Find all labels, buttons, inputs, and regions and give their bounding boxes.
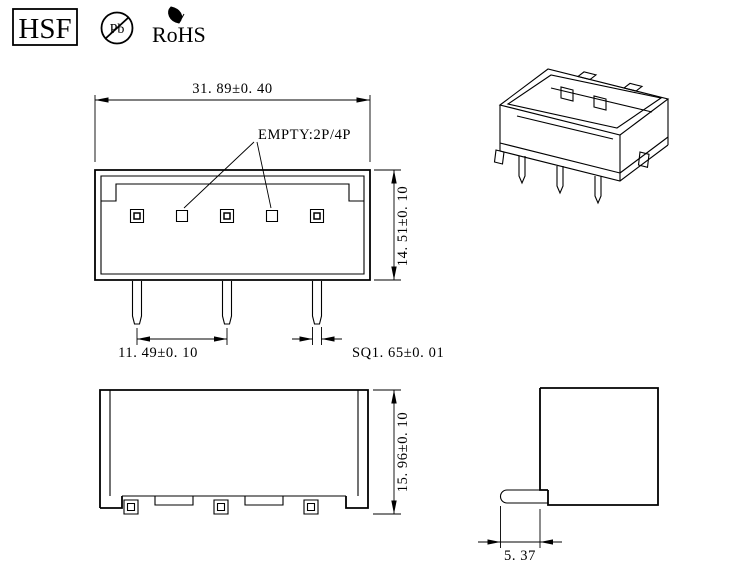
contact-squares-outer: [129, 208, 325, 224]
side-dimension-text: 5. 37: [504, 548, 536, 564]
pb-circle: [100, 11, 134, 45]
iso-mounting-pegs: [493, 149, 650, 168]
pitch-dimension-lines: [136, 328, 228, 345]
empty-leader-lines: [183, 141, 272, 209]
iso-top-latch-tabs: [576, 71, 644, 92]
side-body-outline: [539, 387, 659, 506]
height-dimension-arrowheads: [391, 170, 397, 280]
side-pin: [499, 489, 548, 504]
hsf-logo-text: HSF: [18, 13, 71, 45]
bottom-height-dimension-lines: [373, 389, 401, 515]
bottom-pin-squares-outer: [123, 499, 319, 515]
iso-cavity-posts: [560, 86, 607, 111]
front-top-recess: [101, 183, 364, 202]
iso-base-seam-lines: [499, 136, 669, 174]
bottom-height-dimension-text: 15. 96±0. 10: [395, 412, 411, 492]
height-dimension-lines: [374, 169, 401, 281]
bottom-inner-walls: [109, 390, 359, 496]
pin-square-dimension-lines: [292, 327, 342, 345]
hsf-logo-box: [12, 8, 78, 46]
iso-bottom-edges: [499, 144, 669, 182]
front-pins: [131, 281, 323, 325]
iso-pins: [518, 156, 602, 205]
rohs-mark: RoHS: [152, 6, 206, 47]
front-view: EMPTY:2P/4P 31. 89±0. 40 14. 51±0. 10 11…: [94, 81, 444, 361]
iso-view: [493, 68, 670, 205]
iso-top-rim-outer: [498, 68, 670, 136]
iso-cavity-floor-lines: [516, 87, 653, 140]
contact-squares-inner: [133, 212, 321, 220]
bottom-pin-squares-inner: [126, 502, 316, 512]
bottom-view: 15. 96±0. 10: [99, 389, 411, 515]
front-body-outline: [94, 169, 371, 281]
pin-square-dimension-arrowheads: [299, 336, 335, 342]
pb-free-icon: Pb: [100, 11, 134, 45]
rohs-text: RoHS: [152, 22, 206, 47]
brand-header: HSF Pb RoHS: [12, 6, 206, 47]
height-dimension-text: 14. 51±0. 10: [395, 186, 411, 266]
bottom-body-outline: [99, 389, 369, 509]
pb-prohibition-slash: [104, 16, 130, 40]
pin-square-dimension-text: SQ1. 65±0. 01: [352, 345, 444, 361]
iso-top-rim-inner: [506, 74, 663, 129]
empty-label: EMPTY:2P/4P: [258, 127, 351, 143]
bottom-height-dimension-arrowheads: [391, 390, 397, 514]
side-view: 5. 37: [478, 387, 659, 564]
empty-position-squares: [175, 209, 279, 223]
front-body-inner-wall: [100, 175, 365, 275]
width-dimension-lines: [94, 95, 371, 162]
leaf-icon: [168, 6, 185, 24]
width-dimension-text: 31. 89±0. 40: [192, 81, 272, 97]
bottom-tabs: [154, 496, 284, 506]
pitch-dimension-text: 11. 49±0. 10: [118, 345, 198, 361]
